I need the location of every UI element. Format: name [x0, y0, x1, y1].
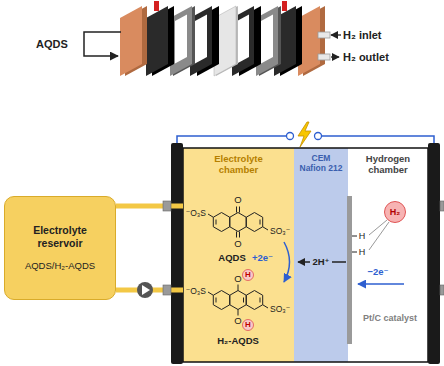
bond [260, 220, 261, 225]
catalyst-layer [347, 196, 352, 344]
flow-window [195, 15, 207, 64]
ring [230, 291, 246, 310]
ring [246, 291, 262, 310]
bond [208, 292, 213, 295]
copper-plate [120, 6, 142, 76]
node-label: Hydrogen chamber [355, 154, 421, 176]
cell-schematic [171, 122, 440, 364]
part-label: ⁻O₃S [186, 287, 206, 296]
node-label: H₂ [390, 207, 401, 217]
bond [263, 305, 268, 308]
bond [238, 310, 239, 316]
gas-tube [318, 32, 330, 38]
part-label: ⁻O₃S [186, 209, 206, 218]
flow-loop [84, 32, 121, 56]
gas-bubble: H₂ [384, 201, 406, 223]
part-label: AQDS [218, 253, 245, 263]
part-label: H₂-AQDS [217, 336, 259, 346]
part-label: H [245, 271, 251, 279]
membrane-band: CEM Nafion 212 [294, 148, 348, 362]
part-label: O [234, 239, 241, 249]
pipe-fitting [163, 285, 171, 295]
pump-symbol [142, 285, 150, 295]
bond [208, 214, 213, 217]
inlet-arrow [331, 34, 341, 35]
adsorption-line [369, 222, 389, 250]
part-label: O [234, 195, 241, 205]
node-label: Electrolyte chamber [201, 154, 276, 176]
electron-arrow [284, 242, 290, 282]
terminal [287, 133, 294, 140]
part-label: SO₃⁻ [270, 305, 290, 314]
cell-frame [183, 148, 428, 362]
part-label: H₂ inlet [343, 30, 382, 41]
pipe-fitting [163, 201, 171, 211]
exploded-cell [84, 1, 341, 76]
part-label: H [359, 248, 366, 257]
part-label: O [234, 274, 241, 284]
terminal-tab [282, 1, 287, 11]
graphite-plate [146, 6, 168, 76]
bond [260, 298, 261, 303]
aqds-structure [208, 207, 268, 238]
part-label: Pt/C catalyst [363, 314, 417, 323]
terminal [315, 133, 322, 140]
reservoir-box: Electrolyte reservoirAQDS/H₂-AQDS [4, 196, 116, 300]
bond [239, 207, 240, 213]
wire [177, 136, 287, 143]
gas-tube [318, 54, 330, 60]
part-label: AQDS [36, 39, 68, 50]
ring [246, 213, 262, 232]
ring [213, 213, 229, 232]
bond [216, 298, 217, 303]
gas-fitting [440, 201, 444, 211]
bond [243, 298, 244, 303]
pipe-connector [116, 204, 183, 209]
bond [263, 227, 268, 230]
part-label: SO₃⁻ [270, 227, 290, 236]
bond [236, 232, 237, 238]
part-label: 2H⁺ [310, 257, 331, 267]
part-label: H₂ outlet [343, 52, 389, 63]
bond [239, 232, 240, 238]
pump-symbol [137, 282, 153, 298]
gas-fitting [440, 285, 444, 295]
part-label: H [359, 232, 366, 241]
node-label: CEM Nafion 212 [298, 154, 344, 174]
node-label: Electrolyte reservoir [15, 224, 105, 248]
proton-mark [243, 270, 254, 281]
part-label: O [234, 316, 241, 326]
bond [352, 236, 357, 237]
electrolyte-fill [183, 148, 294, 362]
part-label: +2e⁻ [252, 253, 273, 263]
bond [238, 285, 239, 291]
proton-mark [243, 320, 254, 331]
bond [352, 252, 357, 253]
gasket-window [175, 15, 187, 64]
bond [236, 207, 237, 213]
outlet-arrow [331, 56, 339, 57]
terminal-tab [154, 1, 159, 11]
h2aqds-structure [208, 285, 268, 316]
electron-arrow [358, 283, 404, 285]
gasket-window [261, 15, 273, 64]
power-bolt [298, 122, 311, 147]
ring [230, 213, 246, 232]
ring [213, 291, 229, 310]
electrode-plate [171, 143, 183, 364]
membrane-fill [294, 148, 348, 362]
adsorption-line [369, 220, 387, 235]
part-label: H [245, 321, 251, 329]
part-label: −2e⁻ [367, 267, 388, 277]
electrode-plate [428, 143, 440, 364]
bond [216, 220, 217, 225]
wire [322, 136, 435, 143]
flow-window [237, 15, 249, 64]
node-label: AQDS/H₂-AQDS [25, 261, 95, 272]
